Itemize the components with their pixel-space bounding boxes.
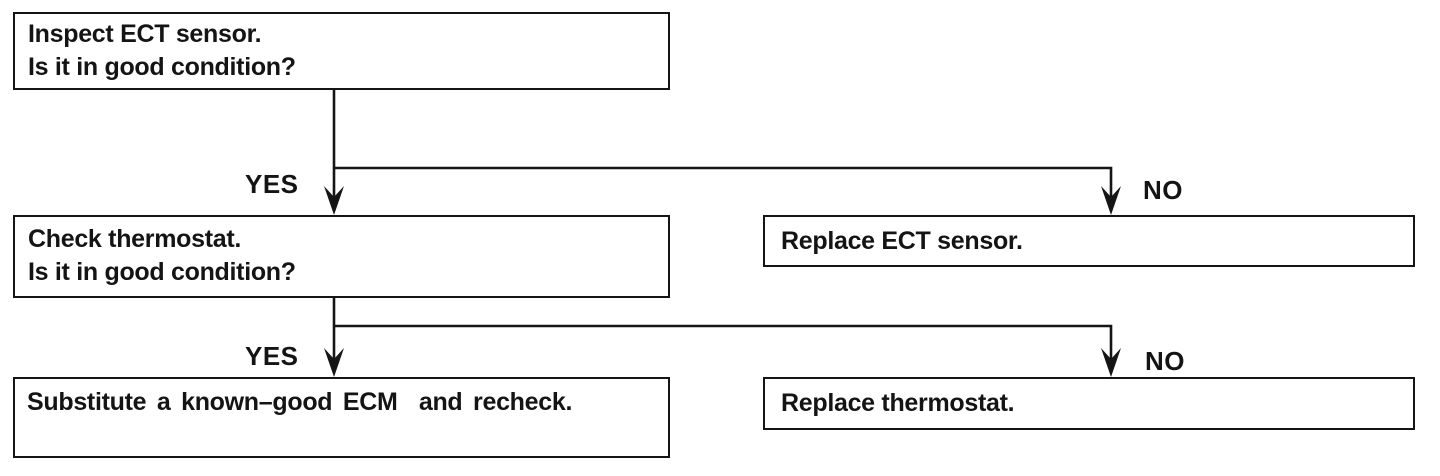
flow-node-inspect-ect-sensor: Inspect ECT sensor. Is it in good condit…: [13, 12, 670, 90]
flow-node-replace-thermostat: Replace thermostat.: [763, 377, 1415, 430]
flow-node-text-line: Check thermostat.: [28, 225, 242, 253]
flow-node-text-line: Inspect ECT sensor.: [28, 20, 262, 48]
arrow-down-icon: [324, 186, 344, 215]
branch-label-yes-row2: YES: [245, 341, 299, 371]
flow-node-check-thermostat: Check thermostat. Is it in good conditio…: [13, 215, 670, 298]
arrow-down-icon: [1101, 186, 1121, 215]
flow-node-text-line: Replace ECT sensor.: [781, 227, 1023, 255]
flow-node-substitute-ecm: Substitute a known–good ECM and recheck.: [13, 377, 670, 458]
branch-label-no-row2: NO: [1145, 346, 1185, 376]
branch-label-no-row1: NO: [1143, 175, 1183, 205]
flow-node-replace-ect-sensor: Replace ECT sensor.: [763, 215, 1415, 267]
arrow-down-icon: [1101, 348, 1121, 377]
connector-line-no-row1: [334, 166, 1113, 211]
flow-node-text-line: Substitute a known–good ECM and recheck.: [27, 388, 573, 416]
flow-node-text-line: Is it in good condition?: [28, 258, 296, 286]
arrow-down-icon: [324, 348, 344, 377]
connector-line-no-row2: [334, 324, 1113, 373]
flow-node-text-line: Is it in good condition?: [28, 53, 296, 81]
flow-node-text-line: Replace thermostat.: [781, 389, 1015, 417]
branch-label-yes-row1: YES: [245, 169, 299, 199]
